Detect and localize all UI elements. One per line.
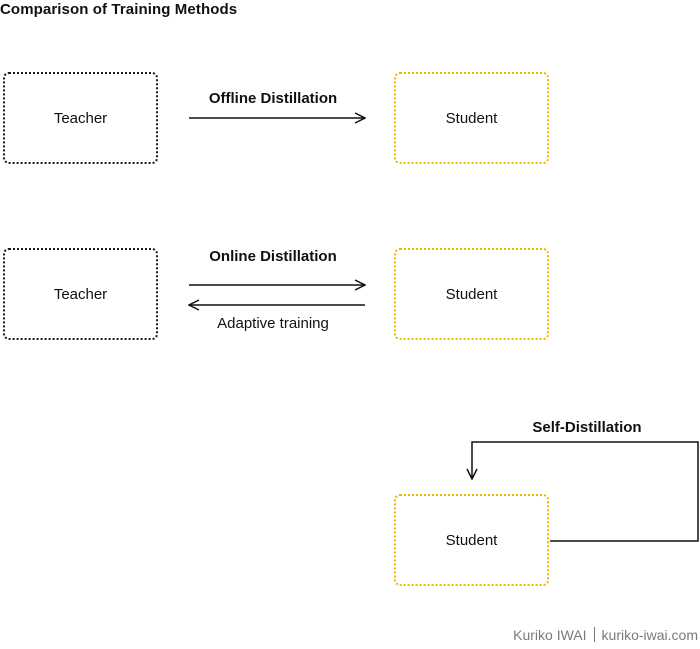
adaptive-training-label: Adaptive training — [217, 315, 329, 332]
footer-separator — [593, 627, 595, 642]
diagram-title: Comparison of Training Methods — [0, 1, 238, 18]
footer-author: Kuriko IWAI — [513, 627, 587, 643]
online-distillation-label: Online Distillation — [209, 248, 337, 265]
student-box-offline: Student — [394, 72, 549, 164]
footer-site: kuriko-iwai.com — [601, 627, 698, 643]
offline-distillation-label: Offline Distillation — [208, 90, 338, 107]
self-distillation-label: Self-Distillation — [532, 419, 642, 436]
teacher-box-online: Teacher — [3, 248, 158, 340]
student-box-online: Student — [394, 248, 549, 340]
footer-credit: Kuriko IWAI kuriko-iwai.com — [513, 627, 698, 643]
self-distillation-loop-arrow — [472, 441, 699, 542]
teacher-box-offline: Teacher — [3, 72, 158, 164]
student-box-self: Student — [394, 494, 549, 586]
